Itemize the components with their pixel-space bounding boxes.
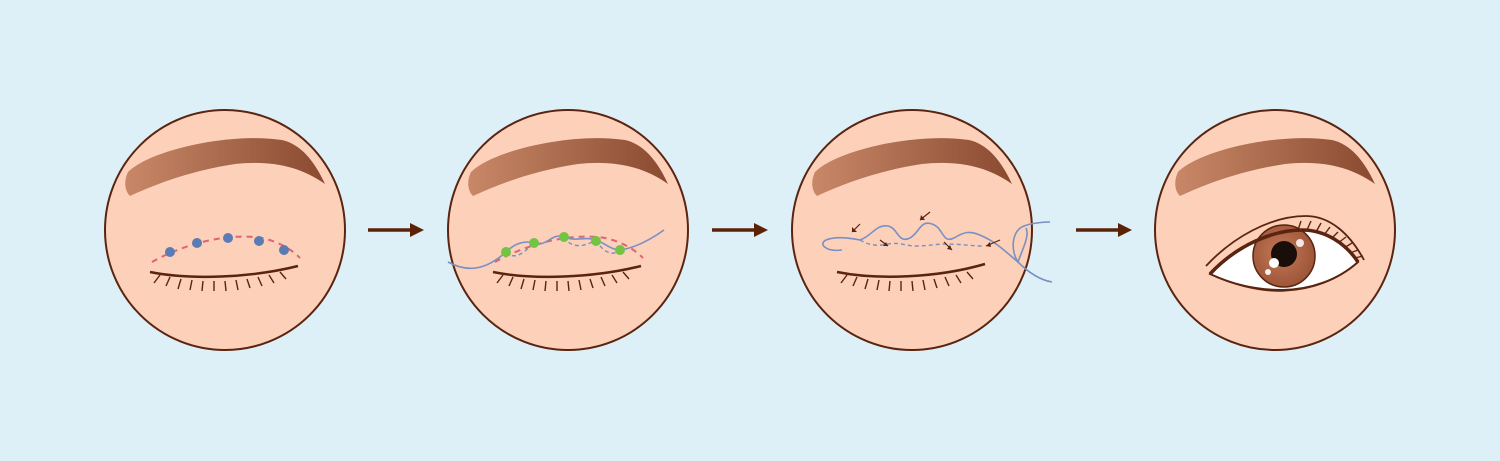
eyebrow xyxy=(468,138,668,196)
eye-highlight xyxy=(1265,269,1271,275)
suture-thread-hidden xyxy=(859,239,983,247)
eyelashes xyxy=(1297,220,1364,259)
step-result-panel xyxy=(1154,109,1396,351)
incision-marking-line xyxy=(151,235,301,263)
suture-point xyxy=(615,245,625,255)
suture-point xyxy=(501,247,511,257)
eye-highlight xyxy=(1296,239,1304,247)
step-marking-panel xyxy=(104,109,346,351)
marking-dot xyxy=(279,245,289,255)
arrow-right-icon xyxy=(712,223,768,237)
eye-highlight xyxy=(1269,258,1279,268)
suture-point xyxy=(559,232,569,242)
step-tightening-panel xyxy=(791,109,1053,351)
incision-marking-line xyxy=(494,235,644,263)
closed-eyelid xyxy=(149,264,299,279)
eyelashes xyxy=(153,271,287,292)
eyebrow xyxy=(125,138,325,196)
double-eyelid-crease xyxy=(1205,215,1365,267)
suture-point xyxy=(529,238,539,248)
upper-eyelid xyxy=(1208,228,1360,276)
closed-eyelid xyxy=(492,264,642,279)
step-threading-panel xyxy=(447,109,689,351)
eyelashes xyxy=(840,271,974,292)
eyelashes xyxy=(496,271,630,292)
marking-dot xyxy=(223,233,233,243)
eyebrow xyxy=(812,138,1012,196)
eyebrow xyxy=(1175,138,1375,196)
lower-eyelid xyxy=(1215,261,1359,292)
tension-arrows xyxy=(851,211,1001,251)
suture-points xyxy=(501,232,625,257)
arrow-right-icon xyxy=(368,223,424,237)
marking-dot xyxy=(165,247,175,257)
marking-dot xyxy=(254,236,264,246)
suture-point xyxy=(591,236,601,246)
suture-thread xyxy=(822,222,1053,283)
suture-thread-loop xyxy=(1012,221,1051,263)
arrow-right-icon xyxy=(1076,223,1132,237)
marking-dot xyxy=(192,238,202,248)
marking-dots xyxy=(165,233,289,257)
closed-eyelid xyxy=(836,262,986,278)
